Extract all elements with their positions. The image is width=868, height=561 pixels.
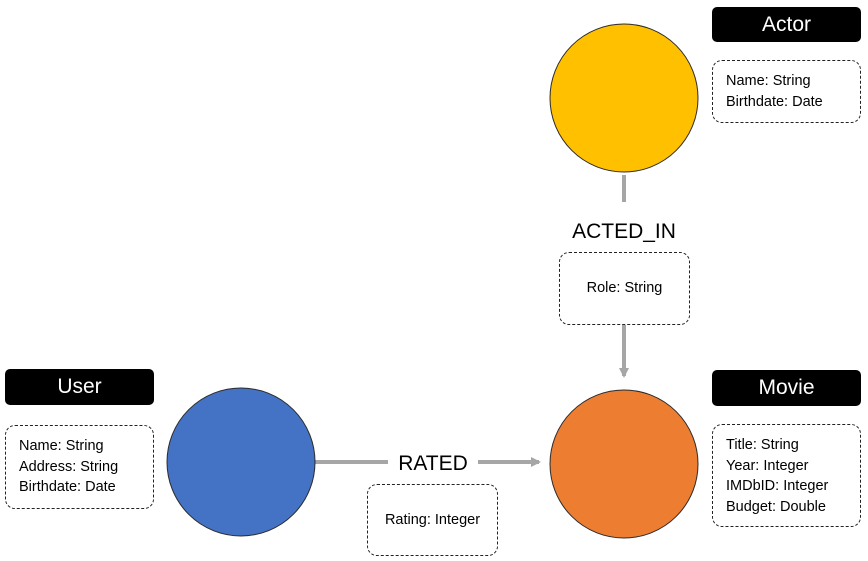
rated-property: Rating: Integer xyxy=(384,511,481,528)
user-properties: Name: String Address: String Birthdate: … xyxy=(5,425,154,509)
movie-node[interactable] xyxy=(549,389,699,539)
user-label: User xyxy=(5,369,154,405)
movie-property: Year: Integer xyxy=(726,457,809,474)
movie-label-text: Movie xyxy=(758,376,815,399)
rated-label: RATED xyxy=(390,451,476,477)
movie-label: Movie xyxy=(712,370,861,406)
user-node[interactable] xyxy=(166,387,316,537)
actor-properties: Name: String Birthdate: Date xyxy=(712,60,861,123)
actor-label-text: Actor xyxy=(761,12,811,36)
user-property: Birthdate: Date xyxy=(19,479,116,495)
movie-properties: Title: String Year: Integer IMDbID: Inte… xyxy=(712,424,861,527)
rated-properties: Rating: Integer xyxy=(367,484,498,556)
actor-property: Name: String xyxy=(726,73,811,89)
movie-property: Budget: Double xyxy=(726,498,826,515)
actor-property: Birthdate: Date xyxy=(726,93,823,110)
user-property: Name: String xyxy=(19,438,104,454)
movie-property: IMDbID: Integer xyxy=(726,478,829,494)
acted-in-label: ACTED_IN xyxy=(564,219,684,245)
acted-in-property: Role: String xyxy=(586,280,663,297)
user-property: Address: String xyxy=(19,458,119,475)
movie-property: Title: String xyxy=(726,437,799,453)
user-label-text: User xyxy=(57,375,102,398)
actor-label: Actor xyxy=(712,7,861,42)
acted-in-properties: Role: String xyxy=(559,252,690,325)
actor-node[interactable] xyxy=(549,23,699,173)
